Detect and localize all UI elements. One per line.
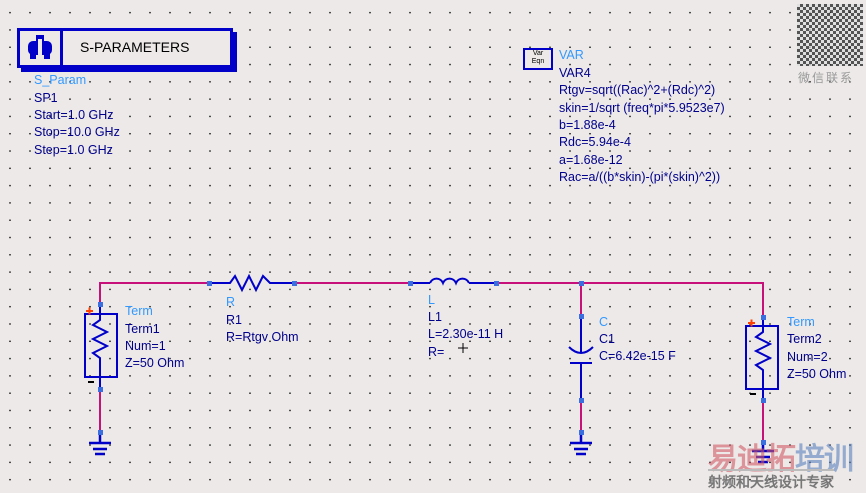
- ground-icon: [752, 442, 774, 464]
- var-equation[interactable]: Rdc=5.94e-4: [559, 135, 631, 149]
- sparam-step[interactable]: Step=1.0 GHz: [34, 143, 113, 157]
- s-parameters-controller[interactable]: S-PARAMETERS: [17, 28, 233, 68]
- ground-icon: [570, 432, 592, 456]
- l1-type: L: [428, 293, 435, 307]
- sparam-type: S_Param: [34, 73, 87, 87]
- term1-name: Term1: [125, 322, 160, 336]
- s-parameters-icon: [20, 31, 63, 65]
- l1-value[interactable]: L=2.30e-11 H: [428, 327, 504, 341]
- var-equation[interactable]: a=1.68e-12: [559, 153, 623, 167]
- qr-label: 微信联系: [798, 71, 855, 85]
- var-equation[interactable]: Rtgv=sqrt((Rac)^2+(Rdc)^2): [559, 83, 716, 97]
- sparam-start[interactable]: Start=1.0 GHz: [34, 108, 114, 122]
- c1-name: C1: [599, 332, 615, 346]
- var-equation[interactable]: Rac=a/((b*skin)-(pi*(skin)^2)): [559, 170, 721, 184]
- l1-resistance[interactable]: R=: [428, 345, 445, 359]
- pin-markers: [98, 281, 766, 445]
- var-icon-bottom: Eqn: [531, 58, 545, 65]
- l1-name: L1: [428, 310, 442, 324]
- sparam-stop[interactable]: Stop=10.0 GHz: [34, 125, 120, 139]
- c1-type: C: [599, 315, 609, 329]
- r1-value[interactable]: R=Rtgv Ohm: [226, 330, 299, 344]
- capacitor-c1[interactable]: [568, 316, 594, 400]
- r1-name: R1: [226, 313, 242, 327]
- ground-icon: [89, 432, 111, 456]
- var-equation[interactable]: skin=1/sqrt (freq*pi*5.9523e7): [559, 101, 725, 115]
- sparam-name: SP1: [34, 91, 58, 105]
- cursor-crosshair: [458, 343, 468, 353]
- term2-name: Term2: [787, 332, 822, 346]
- term1-impedance[interactable]: Z=50 Ohm: [125, 356, 185, 370]
- s-parameters-title: S-PARAMETERS: [80, 39, 190, 55]
- qr-code-watermark: [797, 4, 863, 66]
- wires: [99, 282, 764, 442]
- term2-num[interactable]: Num=2: [787, 350, 828, 364]
- brand-slogan: 射频和天线设计专家: [708, 469, 834, 492]
- var-name: VAR4: [559, 66, 591, 80]
- term2-type: Term: [787, 315, 815, 329]
- term1-num[interactable]: Num=1: [125, 339, 166, 353]
- var-type: VAR: [559, 48, 584, 62]
- term1-symbol[interactable]: [84, 305, 118, 390]
- c1-value[interactable]: C=6.42e-15 F: [599, 349, 676, 363]
- polarity-markers: [86, 307, 756, 395]
- var-equation[interactable]: b=1.88e-4: [559, 118, 616, 132]
- term2-symbol[interactable]: [745, 317, 779, 401]
- term2-impedance[interactable]: Z=50 Ohm: [787, 367, 847, 381]
- term1-type: Term: [125, 304, 153, 318]
- inductor-l1[interactable]: [410, 277, 497, 286]
- r1-type: R: [226, 295, 236, 309]
- var-icon-top: Var: [532, 50, 544, 57]
- resistor-r1[interactable]: [210, 273, 295, 293]
